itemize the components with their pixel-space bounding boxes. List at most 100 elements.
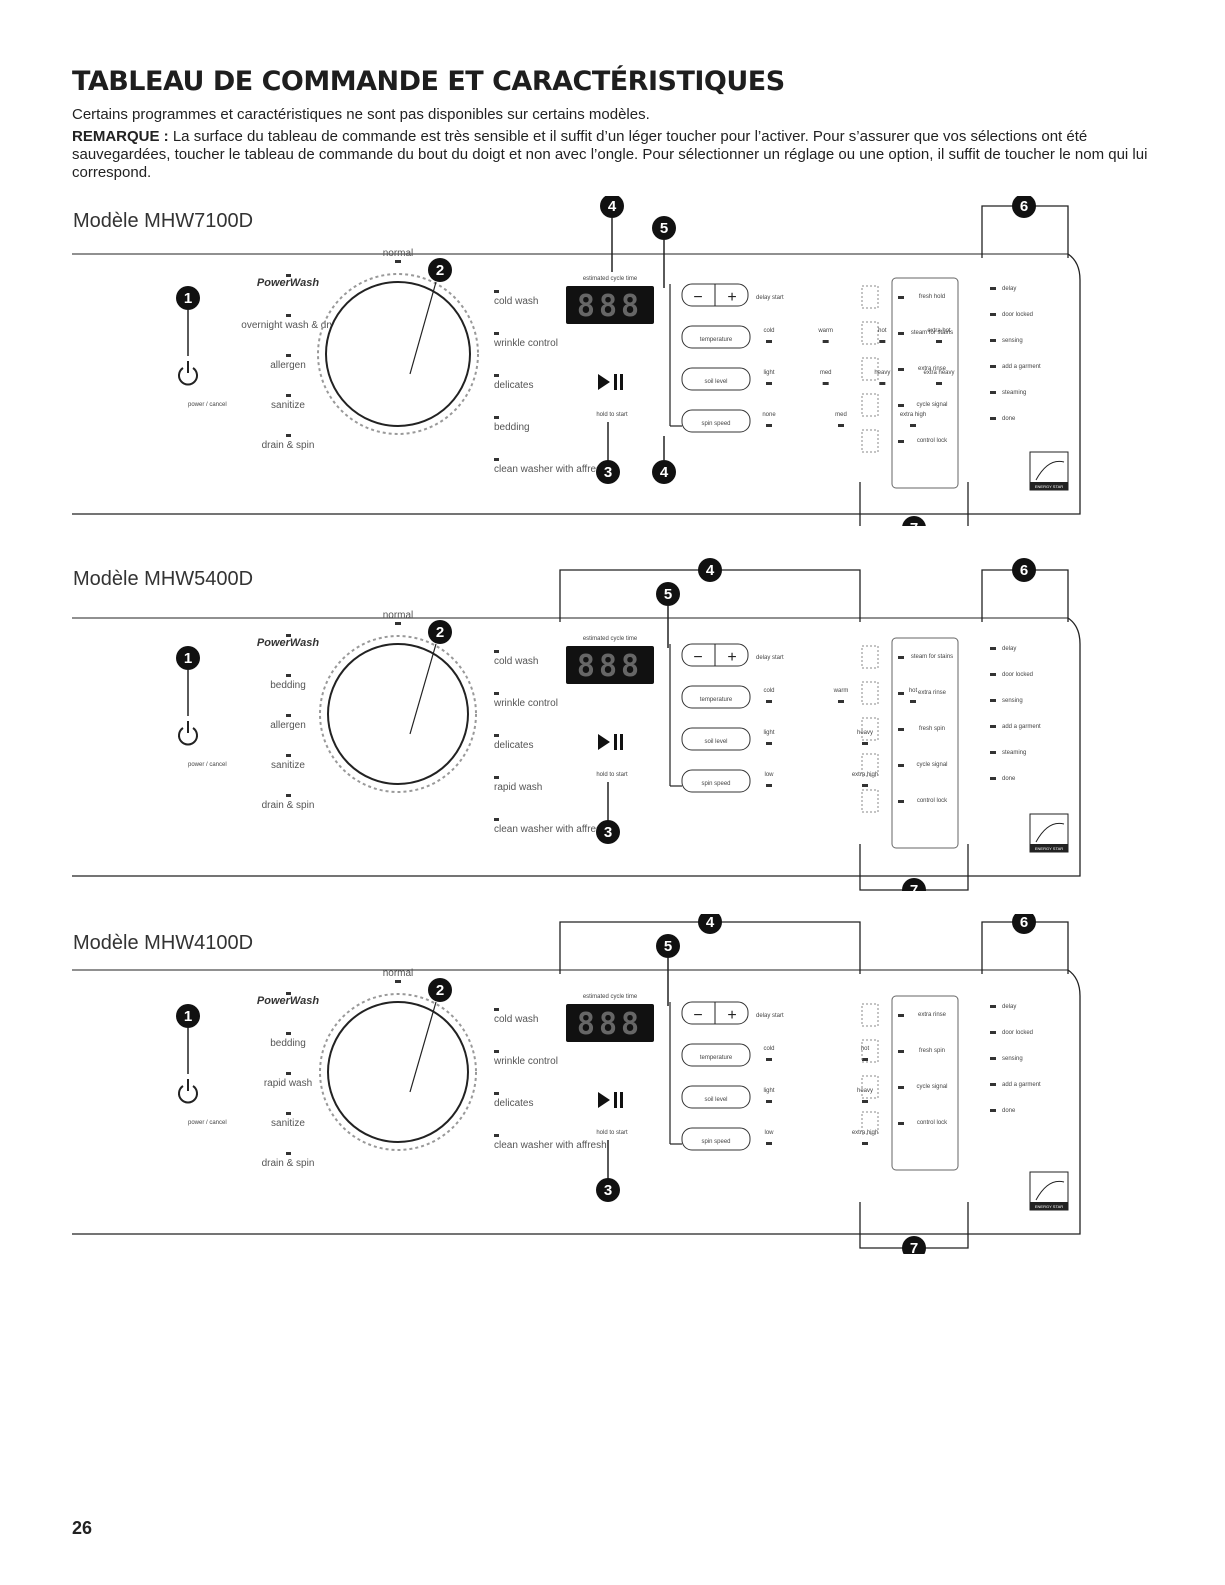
option-label-3: cycle signal	[916, 762, 947, 768]
option-icon	[861, 645, 879, 669]
power-button[interactable]	[172, 1076, 204, 1108]
status-3: add a garment	[1002, 364, 1041, 370]
note-text: La surface du tableau de commande est tr…	[72, 128, 1148, 181]
option-3[interactable]: control lock	[861, 1111, 948, 1135]
indicator-dash	[898, 656, 904, 659]
indicator-dash	[766, 1100, 772, 1103]
cycle-left-3: drain & spin	[262, 800, 315, 811]
cycle-dial[interactable]	[317, 273, 479, 435]
cycle-right-0: cold wash	[494, 296, 538, 307]
indicator-dash	[766, 1058, 772, 1061]
soil-button[interactable]: soil level	[681, 367, 751, 391]
option-1[interactable]: extra rinse	[861, 681, 947, 705]
option-icon	[861, 357, 879, 381]
option-1[interactable]: fresh spin	[861, 1039, 945, 1063]
indicator-dash	[286, 274, 291, 277]
temp-level-1: hot	[861, 1046, 870, 1052]
option-0[interactable]: steam for stains	[861, 645, 953, 669]
svg-text:4: 4	[660, 464, 669, 481]
status-2: sensing	[1002, 1056, 1023, 1062]
svg-text:3: 3	[604, 464, 612, 481]
delay-start-button[interactable]: −+	[681, 1001, 749, 1025]
cycle-left-3: drain & spin	[262, 1158, 315, 1169]
option-2[interactable]: fresh spin	[861, 717, 945, 741]
spin-level-0: low	[764, 1130, 774, 1136]
soil-level-1: heavy	[857, 730, 873, 736]
delay-start-label: delay start	[756, 655, 784, 661]
indicator-dash	[395, 980, 401, 983]
spin-button[interactable]: spin speed	[681, 1127, 751, 1151]
soil-button[interactable]: soil level	[681, 1085, 751, 1109]
svg-text:2: 2	[436, 982, 444, 999]
svg-text:6: 6	[1020, 562, 1028, 579]
indicator-dash	[395, 622, 401, 625]
display-digits: 888	[577, 289, 643, 324]
svg-text:3: 3	[604, 1182, 612, 1199]
delay-start-button[interactable]: −+	[681, 643, 749, 667]
cycle-right-1: wrinkle control	[493, 698, 558, 709]
option-0[interactable]: extra rinse	[861, 1003, 947, 1027]
indicator-dash	[990, 287, 996, 290]
cycle-left-0: bedding	[270, 680, 306, 691]
start-pause-button[interactable]	[598, 734, 623, 750]
callout-1: 1	[176, 646, 200, 670]
delay-start-button[interactable]: −+	[681, 283, 749, 307]
page-title: TABLEAU DE COMMANDE ET CARACTÉRISTIQUES	[72, 66, 785, 97]
svg-text:1: 1	[184, 290, 192, 307]
start-pause-button[interactable]	[598, 374, 623, 390]
indicator-dash	[494, 650, 499, 653]
temp-button[interactable]: temperature	[681, 325, 751, 349]
indicator-dash	[898, 332, 904, 335]
delay-start-label: delay start	[756, 1013, 784, 1019]
indicator-dash	[990, 699, 996, 702]
temp-button[interactable]: temperature	[681, 1043, 751, 1067]
indicator-dash	[286, 634, 291, 637]
temp-level-1: warm	[817, 328, 833, 334]
status-1: door locked	[1002, 312, 1033, 318]
temp-level-3: extra hot	[927, 328, 951, 334]
start-pause-button[interactable]	[598, 1092, 623, 1108]
soil-button[interactable]: soil level	[681, 727, 751, 751]
power-button[interactable]	[172, 358, 204, 390]
callout-7: 7	[902, 516, 926, 526]
indicator-dash	[494, 1134, 499, 1137]
option-0[interactable]: fresh hold	[861, 285, 945, 309]
cycle-left-0: bedding	[270, 1038, 306, 1049]
power-label: power / cancel	[188, 1120, 227, 1126]
indicator-dash	[898, 764, 904, 767]
indicator-dash	[766, 340, 772, 343]
soil-label: soil level	[704, 1097, 727, 1103]
option-2[interactable]: cycle signal	[861, 1075, 948, 1099]
option-4[interactable]: control lock	[861, 789, 948, 813]
temp-button[interactable]: temperature	[681, 685, 751, 709]
indicator-dash	[395, 260, 401, 263]
indicator-dash	[862, 1058, 868, 1061]
indicator-dash	[838, 700, 844, 703]
temp-level-1: warm	[833, 688, 849, 694]
indicator-dash	[898, 440, 904, 443]
svg-text:2: 2	[436, 262, 444, 279]
indicator-dash	[862, 1142, 868, 1145]
option-4[interactable]: control lock	[861, 429, 948, 453]
option-1[interactable]: steam for stains	[861, 321, 953, 345]
indicator-dash	[936, 340, 942, 343]
spin-level-0: none	[762, 412, 776, 418]
cycle-dial[interactable]	[319, 993, 477, 1151]
indicator-dash	[898, 800, 904, 803]
indicator-dash	[898, 404, 904, 407]
option-2[interactable]: extra rinse	[861, 357, 947, 381]
spin-button[interactable]: spin speed	[681, 769, 751, 793]
spin-button[interactable]: spin speed	[681, 409, 751, 433]
temp-level-0: cold	[763, 688, 774, 694]
svg-text:4: 4	[608, 198, 617, 215]
cycle-dial[interactable]	[319, 635, 477, 793]
option-icon	[861, 321, 879, 345]
status-1: door locked	[1002, 672, 1033, 678]
spin-level-1: extra high	[852, 772, 878, 778]
option-3[interactable]: cycle signal	[861, 393, 948, 417]
power-button[interactable]	[172, 718, 204, 750]
indicator-dash	[286, 434, 291, 437]
option-3[interactable]: cycle signal	[861, 753, 948, 777]
